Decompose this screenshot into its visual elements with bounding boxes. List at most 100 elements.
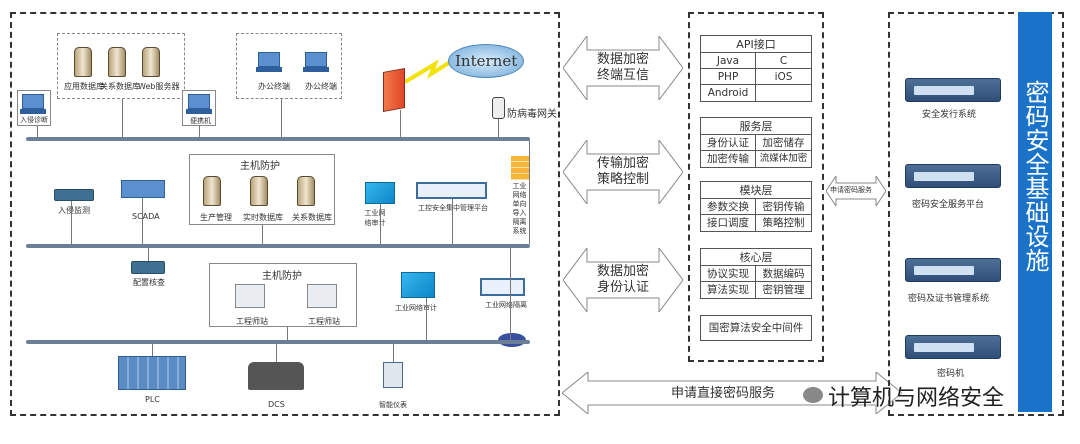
smart-meter-icon	[383, 362, 403, 388]
plc-icon	[118, 356, 186, 390]
core-item: 密钥管理	[762, 284, 805, 296]
label-one-way: 工业网络单向导入隔离系统	[512, 182, 527, 236]
api-title: API接口	[701, 36, 811, 53]
label-laptop: 便携机	[190, 117, 211, 125]
module-item: 接口调度	[701, 215, 756, 231]
label-realtime-db: 实时数据库	[243, 213, 283, 222]
service-layer: 服务层 身份认证 加密储存 加密传输 流媒体加密	[700, 117, 812, 168]
core-item: 协议实现	[701, 266, 756, 282]
ics-platform-icon	[416, 182, 487, 199]
module-item: 密钥传输	[756, 199, 811, 215]
antivirus-gateway-icon	[492, 97, 505, 119]
api-ios: iOS	[756, 69, 811, 85]
label-net-isolation: 工业网络隔离	[485, 301, 527, 309]
bottom-arrow-label: 申请直接密码服务	[670, 386, 775, 401]
label-smart-meter: 智能仪表	[379, 401, 407, 409]
network-audit-icon	[365, 182, 395, 204]
watermark: 计算机与网络安全	[828, 386, 1005, 411]
api-java: Java	[701, 53, 756, 69]
office-group	[236, 33, 342, 99]
crypto-device-icon	[905, 335, 1001, 359]
middleware-panel	[688, 12, 824, 362]
office-pc-icon	[303, 52, 329, 74]
module-layer: 模块层 参数交换 密钥传输 接口调度 策略控制	[700, 181, 812, 232]
label-issuing: 安全发行系统	[922, 110, 977, 120]
crypto-device-icon	[905, 78, 1001, 102]
one-way-isolation-icon	[511, 156, 529, 180]
label-intrusion-diag: 入侵诊断	[20, 116, 48, 124]
host-protection-1-title: 主机防护	[240, 161, 280, 172]
intrusion-monitor-icon	[54, 189, 94, 201]
api-empty	[756, 85, 811, 101]
server-group	[57, 33, 185, 99]
lightning-icon	[405, 52, 465, 84]
internet-label: Internet	[455, 52, 518, 70]
crypto-infra-panel	[888, 12, 1064, 416]
label-ics-platform: 工控安全集中管理平台	[418, 204, 488, 212]
label-intrusion-monitor: 入侵监测	[58, 206, 90, 215]
service-item: 加密储存	[756, 135, 811, 151]
host-protection-2-title: 主机防护	[262, 271, 302, 282]
crypto-device-icon	[905, 164, 1001, 188]
label-crypto-machine: 密码机	[937, 369, 965, 379]
label-cert-mgmt: 密码及证书管理系统	[908, 294, 990, 304]
module-item: 策略控制	[762, 217, 805, 229]
network-bus-2	[26, 244, 530, 248]
server-icon	[297, 176, 315, 206]
label-scada: SCADA	[132, 212, 160, 221]
workstation-icon	[235, 284, 265, 308]
api-c: C	[756, 53, 811, 69]
firewall-icon	[383, 68, 405, 112]
server-icon	[74, 47, 92, 77]
service-item: 流媒体加密	[759, 153, 808, 164]
arrow-1-label: 数据加密 终端互信	[596, 52, 649, 83]
side-arrow-label: 申请密码服务	[830, 186, 872, 194]
label-rel-db-2: 关系数据库	[292, 213, 332, 222]
office-pc-icon	[256, 52, 282, 74]
label-plc: PLC	[145, 395, 160, 404]
core-layer: 核心层 协议实现 数据编码 算法实现 密钥管理	[700, 248, 812, 299]
label-net-audit-1: 工业网络审计	[364, 209, 386, 227]
api-android: Android	[701, 85, 756, 101]
label-dcs: DCS	[268, 400, 285, 409]
api-php: PHP	[701, 69, 756, 85]
label-web-server: Web服务器	[138, 82, 180, 91]
network-bus-1	[26, 137, 530, 141]
laptop-icon	[186, 94, 212, 116]
label-config-check: 配置核查	[133, 278, 165, 287]
service-item: 身份认证	[701, 135, 756, 151]
label-production: 生产管理	[200, 213, 232, 222]
network-audit-icon	[401, 272, 435, 298]
label-app-db: 应用数据库	[64, 82, 104, 91]
config-check-icon	[131, 261, 165, 274]
server-icon	[142, 47, 160, 77]
infrastructure-banner	[1018, 12, 1052, 412]
scada-icon	[121, 180, 165, 198]
service-title: 服务层	[701, 118, 811, 135]
dcs-icon	[248, 362, 304, 390]
server-icon	[203, 176, 221, 206]
banner-text: 密码安全基础设施	[1021, 80, 1049, 272]
core-item: 数据编码	[756, 266, 811, 282]
pc-icon	[20, 94, 46, 116]
label-net-audit-2: 工业网络审计	[395, 304, 437, 312]
arrow-3-label: 数据加密 身份认证	[596, 264, 649, 295]
internet-cloud-icon	[448, 44, 524, 78]
label-office-1: 办公终端	[258, 82, 290, 91]
industrial-network-panel	[10, 12, 560, 416]
server-icon	[250, 176, 268, 206]
service-item: 加密传输	[701, 151, 756, 167]
module-item: 参数交换	[701, 199, 756, 215]
label-service-platform: 密码安全服务平台	[912, 200, 985, 210]
label-antivirus-gw: 防病毒网关	[507, 109, 557, 120]
label-eng-station-1: 工程师站	[236, 317, 268, 326]
label-eng-station-2: 工程师站	[308, 317, 340, 326]
module-title: 模块层	[701, 182, 811, 199]
crypto-device-icon	[905, 258, 1001, 282]
server-icon	[108, 47, 126, 77]
arrow-2-label: 传输加密 策略控制	[596, 156, 649, 187]
core-item: 算法实现	[701, 282, 756, 298]
workstation-icon	[307, 284, 337, 308]
middleware-box: 国密算法安全中间件	[700, 315, 812, 341]
label-rel-db: 关系数据库	[100, 82, 140, 91]
